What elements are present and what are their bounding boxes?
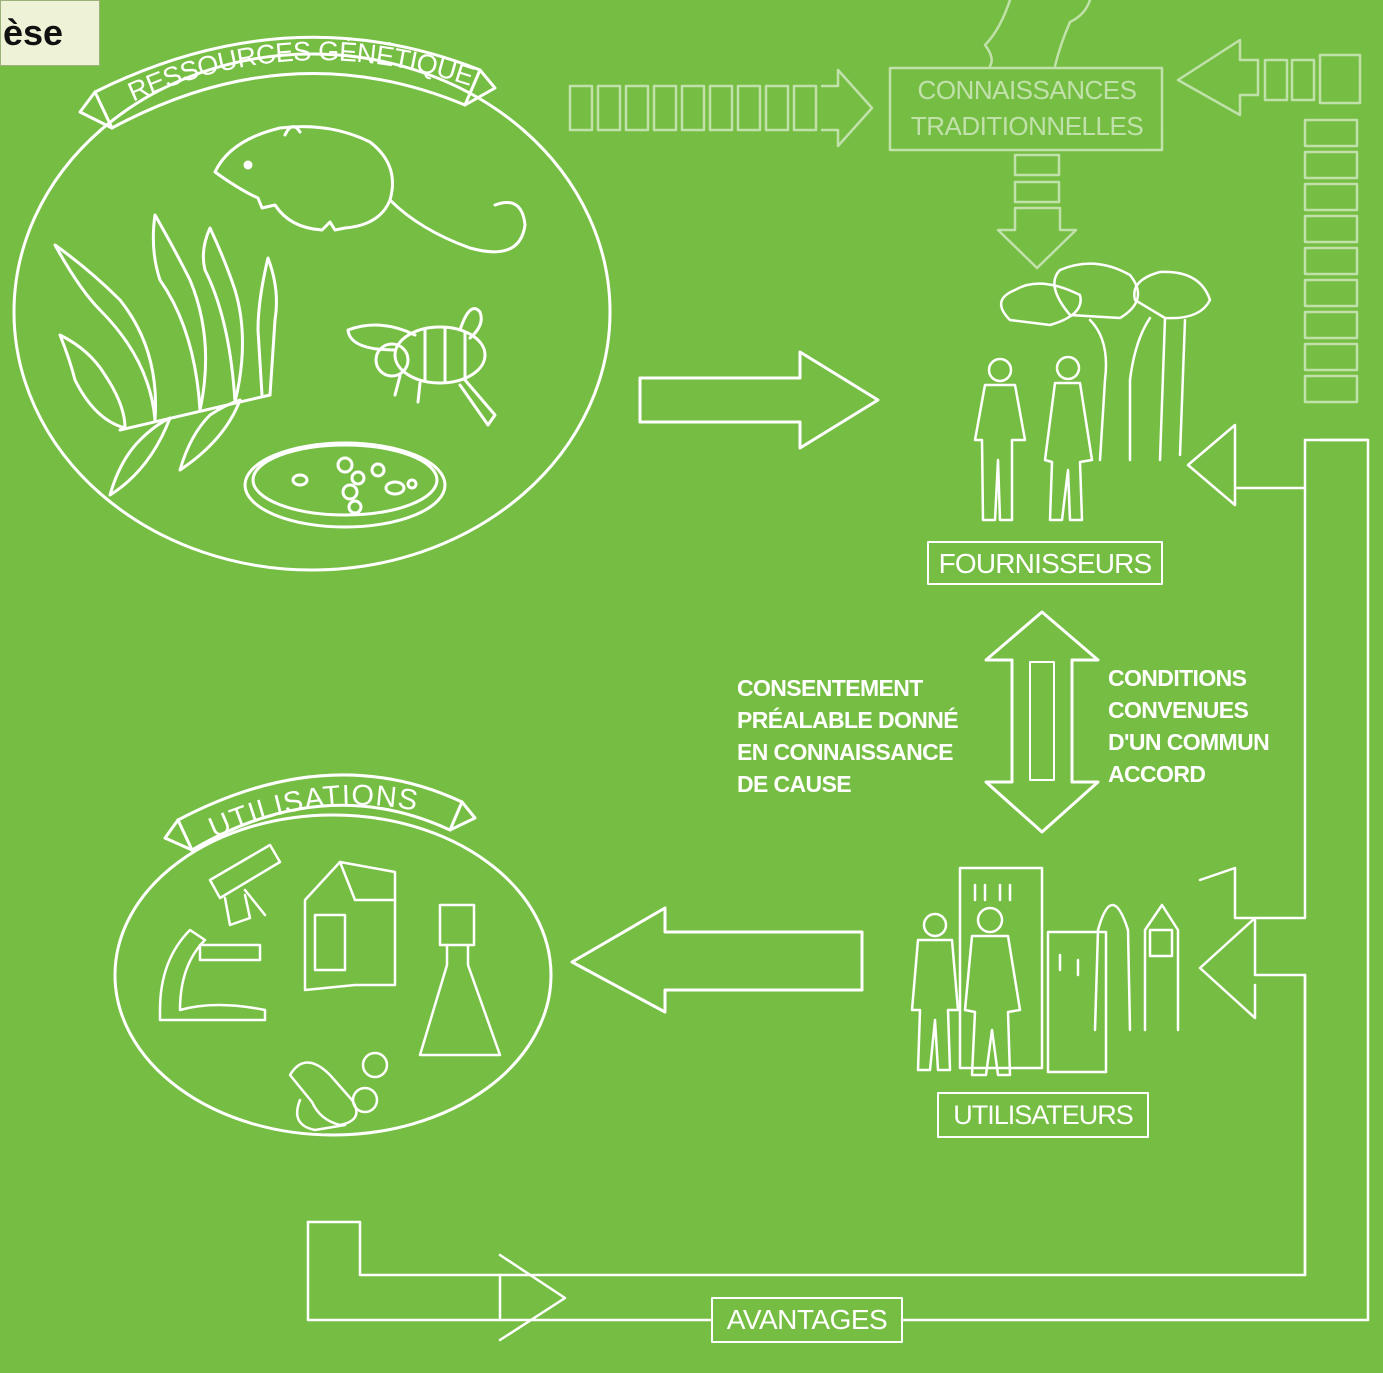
corner-tab: èse	[0, 0, 100, 66]
benefits-box	[711, 1297, 903, 1343]
rat-icon	[213, 125, 527, 254]
genetic-resources-banner-tail	[78, 90, 114, 130]
microscope-icon	[158, 843, 282, 1022]
genetic-resources-circle	[12, 52, 612, 572]
consent-line: PRÉALABLE DONNÉ	[737, 707, 959, 733]
uses-banner	[176, 773, 464, 852]
benefits-label: AVANTAGES	[726, 1304, 888, 1335]
uses-circle	[113, 813, 553, 1137]
traditional-knowledge-label: CONNAISSANCES TRADITIONNELLES	[893, 72, 1161, 144]
users-box	[937, 1092, 1149, 1138]
tk-line-1: CONNAISSANCES	[917, 75, 1137, 105]
spray-bottle-icon	[418, 903, 502, 1057]
uses-label: UTILISATIONS	[204, 780, 421, 845]
genetic-resources-banner	[93, 35, 482, 130]
tk-line-2: TRADITIONNELLES	[910, 111, 1144, 141]
benefits-loop	[306, 423, 1370, 1342]
milk-carton-icon	[303, 860, 397, 992]
conditions-line: D'UN COMMUN	[1108, 729, 1270, 755]
pills-icon	[288, 1051, 389, 1132]
bee-icon	[346, 307, 497, 427]
arrow-resources-to-providers	[638, 350, 880, 450]
users-label: UTILISATEURS	[953, 1100, 1134, 1130]
arrow-users-to-uses	[570, 906, 864, 1014]
conditions-text: CONDITIONS CONVENUES D'UN COMMUN ACCORD	[1108, 662, 1270, 790]
consent-line: DE CAUSE	[737, 771, 852, 797]
providers-illustration	[973, 262, 1212, 522]
consent-text: CONSENTEMENT PRÉALABLE DONNÉ EN CONNAISS…	[737, 672, 959, 800]
conditions-line: CONVENUES	[1108, 697, 1249, 723]
exchange-double-arrow	[984, 610, 1100, 834]
consent-line: CONSENTEMENT	[737, 675, 923, 701]
providers-box	[927, 541, 1163, 585]
providers-label: FOURNISSEURS	[938, 548, 1153, 579]
consent-line: EN CONNAISSANCE	[737, 739, 954, 765]
petri-dish-icon	[243, 441, 447, 529]
users-illustration	[910, 866, 1180, 1077]
benefits-arrow-head	[498, 1253, 567, 1342]
leaf-icon	[53, 213, 278, 497]
traditional-knowledge-group	[568, 0, 1362, 404]
conditions-line: CONDITIONS	[1108, 665, 1247, 691]
conditions-line: ACCORD	[1108, 761, 1206, 787]
